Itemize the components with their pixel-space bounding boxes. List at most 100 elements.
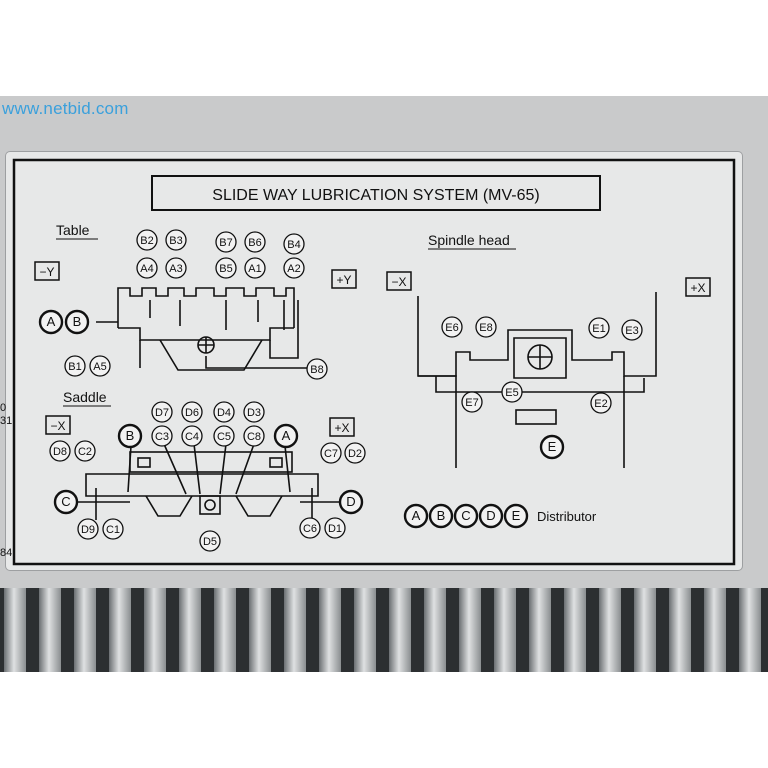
- side-mark-1: 0: [0, 402, 6, 414]
- point-e2: E2: [590, 392, 612, 414]
- point-e: E: [539, 434, 565, 460]
- point-c: C: [53, 489, 79, 515]
- watermark: www.netbid.com: [2, 99, 129, 118]
- section-saddle: Saddle: [63, 389, 107, 405]
- svg-text:C7: C7: [324, 448, 338, 460]
- vent-slat: [704, 588, 726, 672]
- svg-text:B1: B1: [68, 361, 81, 373]
- point-b2: B2: [136, 229, 158, 251]
- vent-slat: [564, 588, 586, 672]
- vent-slat: [109, 588, 131, 672]
- point-a5: A5: [89, 355, 111, 377]
- svg-text:E: E: [548, 439, 557, 454]
- svg-text:B2: B2: [140, 235, 153, 247]
- point-d9: D9: [77, 518, 99, 540]
- svg-text:B: B: [126, 428, 135, 443]
- vent-slat: [214, 588, 236, 672]
- point-d3: D3: [243, 401, 265, 423]
- svg-text:A2: A2: [287, 263, 300, 275]
- lubrication-plate: [6, 152, 742, 570]
- point-c2: C2: [74, 440, 96, 462]
- svg-text:A: A: [47, 314, 56, 329]
- svg-text:D6: D6: [185, 407, 199, 419]
- vent-slat: [144, 588, 166, 672]
- point-c1: C1: [102, 518, 124, 540]
- point-b5: B5: [215, 257, 237, 279]
- point-d2: D2: [344, 442, 366, 464]
- svg-text:B: B: [73, 314, 82, 329]
- svg-text:E8: E8: [479, 322, 492, 334]
- point-b7: B7: [215, 231, 237, 253]
- svg-text:E6: E6: [445, 322, 458, 334]
- svg-text:C3: C3: [155, 431, 169, 443]
- axis-minus-x-saddle: −X: [45, 415, 71, 435]
- title-box: [151, 175, 601, 211]
- point-c7: C7: [320, 442, 342, 464]
- vent-slat: [739, 588, 761, 672]
- svg-text:E1: E1: [592, 323, 605, 335]
- vent-slat: [179, 588, 201, 672]
- vent-slat: [354, 588, 376, 672]
- point-b4: B4: [283, 233, 305, 255]
- table-linework: [96, 287, 312, 371]
- point-c6: C6: [299, 517, 321, 539]
- svg-text:C1: C1: [106, 524, 120, 536]
- axis-plus-x-spindle: +X: [685, 277, 711, 297]
- svg-text:D: D: [346, 494, 355, 509]
- svg-text:E5: E5: [505, 387, 518, 399]
- point-d: D: [478, 503, 504, 529]
- svg-text:C2: C2: [78, 446, 92, 458]
- vent-slat: [249, 588, 271, 672]
- svg-text:D: D: [486, 508, 495, 523]
- svg-text:B3: B3: [169, 235, 182, 247]
- point-d8: D8: [49, 440, 71, 462]
- vent-slat: [529, 588, 551, 672]
- svg-text:D2: D2: [348, 448, 362, 460]
- svg-text:D3: D3: [247, 407, 261, 419]
- svg-text:B4: B4: [287, 239, 300, 251]
- point-a3: A3: [165, 257, 187, 279]
- svg-text:A5: A5: [93, 361, 106, 373]
- point-e8: E8: [475, 316, 497, 338]
- point-b6: B6: [244, 231, 266, 253]
- svg-text:C5: C5: [217, 431, 231, 443]
- point-e3: E3: [621, 319, 643, 341]
- svg-text:D8: D8: [53, 446, 67, 458]
- vent-slat: [39, 588, 61, 672]
- svg-text:C: C: [61, 494, 70, 509]
- point-a4: A4: [136, 257, 158, 279]
- svg-text:E: E: [512, 508, 521, 523]
- svg-text:C4: C4: [185, 431, 199, 443]
- side-mark-3: 84: [0, 547, 12, 559]
- point-e1: E1: [588, 317, 610, 339]
- point-b3: B3: [165, 229, 187, 251]
- svg-text:C8: C8: [247, 431, 261, 443]
- vent-slat: [669, 588, 691, 672]
- svg-text:B8: B8: [310, 364, 323, 376]
- svg-text:A: A: [282, 428, 291, 443]
- point-b1: B1: [64, 355, 86, 377]
- point-a: A: [273, 423, 299, 449]
- svg-text:B5: B5: [219, 263, 232, 275]
- svg-text:D7: D7: [155, 407, 169, 419]
- point-e: E: [503, 503, 529, 529]
- vent-slat: [74, 588, 96, 672]
- point-b8: B8: [306, 358, 328, 380]
- vent-slat: [634, 588, 656, 672]
- point-a1: A1: [244, 257, 266, 279]
- svg-text:+X: +X: [690, 281, 705, 295]
- vent-slat: [284, 588, 306, 672]
- axis-minus-y: −Y: [34, 261, 60, 281]
- distributor-label: Distributor: [537, 509, 597, 524]
- svg-text:A4: A4: [140, 263, 153, 275]
- svg-text:B: B: [437, 508, 446, 523]
- svg-text:E3: E3: [625, 325, 638, 337]
- point-d1: D1: [324, 517, 346, 539]
- section-spindle-head: Spindle head: [428, 232, 510, 248]
- point-c5: C5: [213, 425, 235, 447]
- vent-slat: [459, 588, 481, 672]
- spindle-linework: [417, 292, 657, 468]
- point-b: B: [64, 309, 90, 335]
- point-b: B: [428, 503, 454, 529]
